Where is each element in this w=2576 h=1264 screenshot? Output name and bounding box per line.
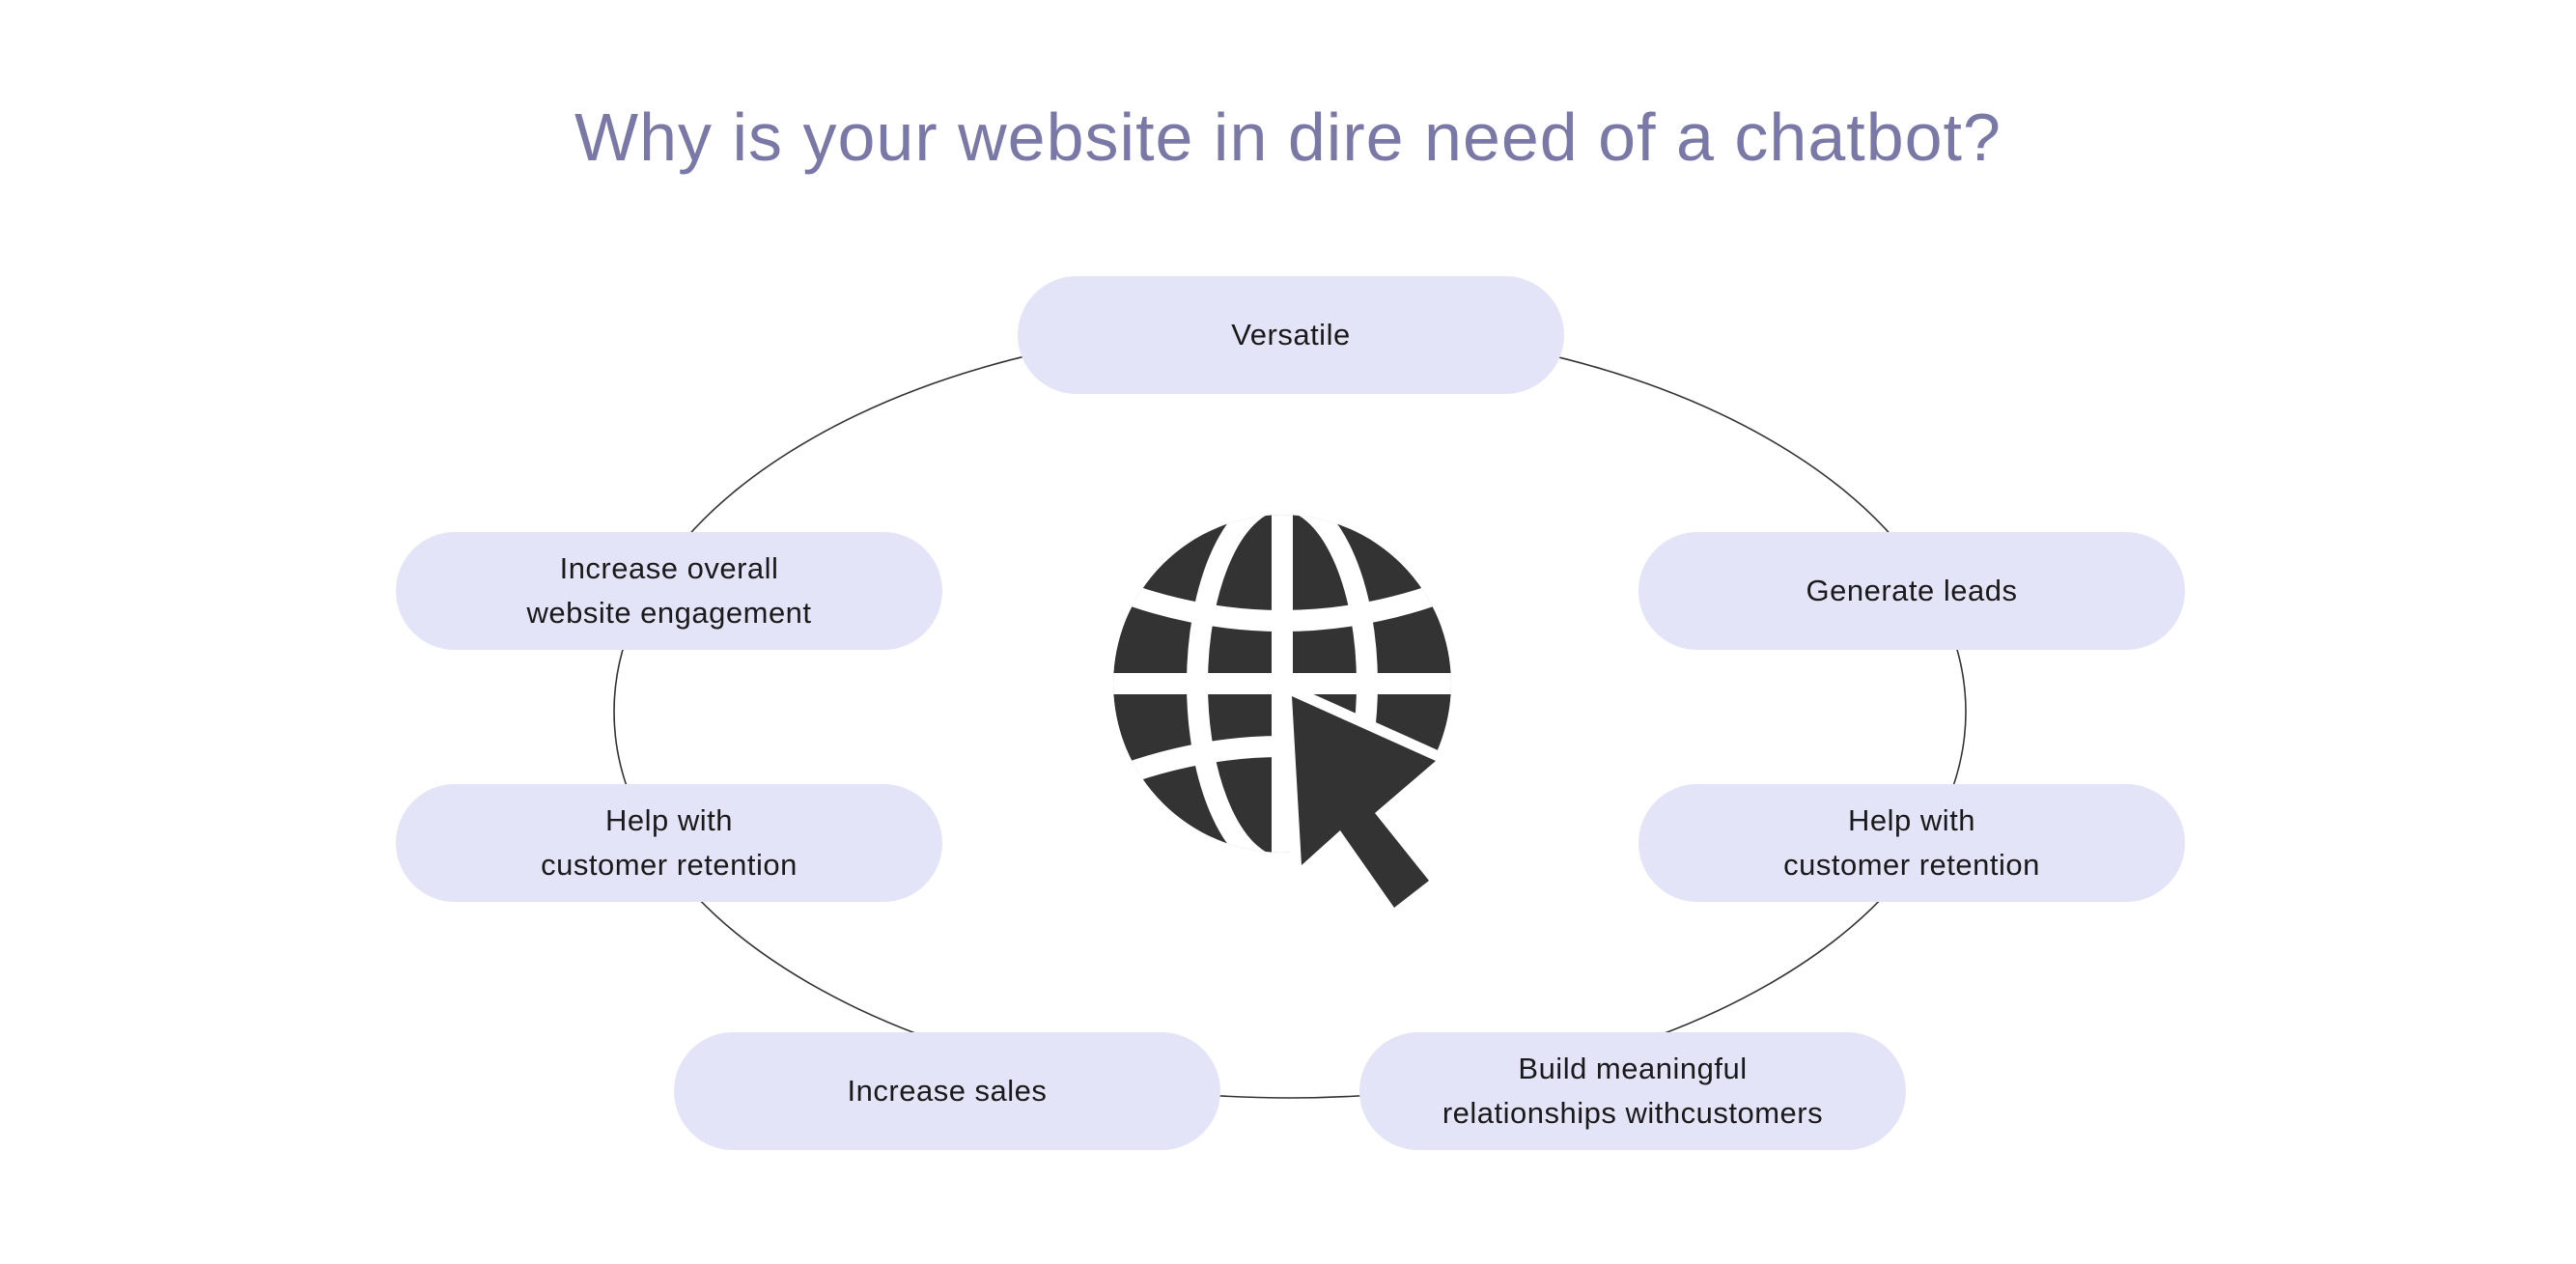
- node-customer-retention-left: Help with customer retention: [396, 784, 942, 902]
- node-versatile: Versatile: [1018, 276, 1564, 394]
- node-label: Build meaningful relationships withcusto…: [1442, 1052, 1824, 1130]
- node-label: Versatile: [1231, 318, 1351, 351]
- page-title: Why is your website in dire need of a ch…: [574, 99, 2002, 175]
- node-label: Help with customer retention: [541, 803, 798, 882]
- node-label: Help with customer retention: [1783, 803, 2040, 882]
- node-customer-retention-right: Help with customer retention: [1638, 784, 2185, 902]
- node-increase-engagement: Increase overall website engagement: [396, 532, 942, 650]
- globe-with-cursor-icon: [1113, 515, 1456, 915]
- node-label: Increase sales: [847, 1074, 1048, 1108]
- node-label: Increase overall website engagement: [526, 551, 812, 630]
- node-generate-leads: Generate leads: [1638, 532, 2185, 650]
- node-label: Generate leads: [1806, 574, 2018, 607]
- node-increase-sales: Increase sales: [674, 1032, 1220, 1150]
- node-build-relationships: Build meaningful relationships withcusto…: [1359, 1032, 1906, 1150]
